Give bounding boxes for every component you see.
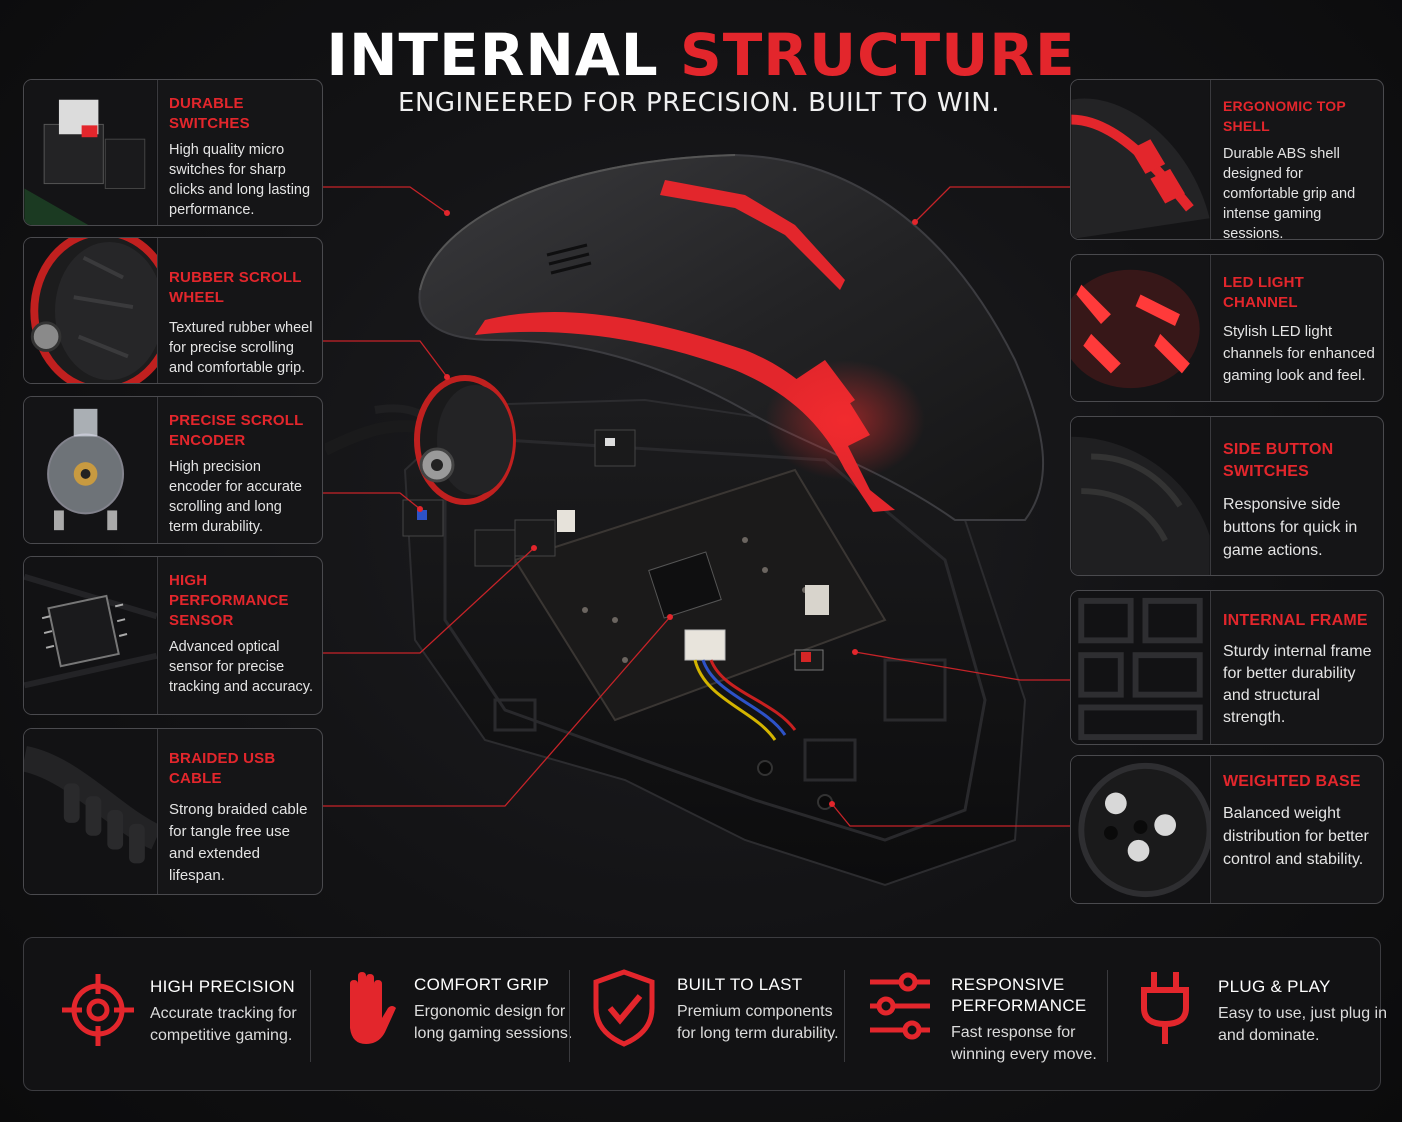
usb-cable-icon (24, 729, 158, 894)
feature-description: Premium components for long term durabil… (677, 1003, 839, 1042)
weighted-base-icon (1071, 756, 1211, 903)
sliders-icon (870, 972, 930, 1040)
top-shell-icon (1071, 80, 1211, 239)
card-title: INTERNAL FRAME (1223, 612, 1368, 629)
card-description: Responsive side buttons for quick in gam… (1223, 496, 1358, 559)
feature-separator (1107, 970, 1108, 1062)
card-title: HIGH PERFORMANCE SENSOR (169, 572, 289, 629)
card-description: High precision encoder for accurate scro… (169, 459, 302, 535)
feature-title: RESPONSIVE PERFORMANCE (951, 975, 1087, 1015)
features-bar: HIGH PRECISION Accurate tracking for com… (23, 937, 1387, 1091)
feature-title: HIGH PRECISION (150, 977, 295, 996)
card-side-button-switches: SIDE BUTTON SWITCHES Responsive side but… (1070, 416, 1384, 576)
card-description: Balanced weight distribution for better … (1223, 805, 1369, 868)
card-weighted-base: WEIGHTED BASE Balanced weight distributi… (1070, 755, 1384, 904)
sensor-chip-icon (24, 557, 158, 714)
feature-separator (844, 970, 845, 1062)
title-red-part: STRUCTURE (679, 21, 1076, 89)
micro-switch-icon (24, 80, 158, 225)
card-precise-scroll-encoder: PRECISE SCROLL ENCODER High precision en… (23, 396, 323, 544)
feature-description: Easy to use, just plug in and dominate. (1218, 1005, 1387, 1044)
card-internal-frame: INTERNAL FRAME Sturdy internal frame for… (1070, 590, 1384, 745)
card-title: ERGONOMIC TOP SHELL (1223, 98, 1346, 134)
card-description: Durable ABS shell designed for comfortab… (1223, 146, 1356, 240)
card-title: PRECISE SCROLL ENCODER (169, 412, 304, 449)
card-title: WEIGHTED BASE (1223, 773, 1361, 790)
hand-icon (350, 972, 396, 1044)
page-title: INTERNAL STRUCTURE (0, 22, 1402, 88)
feature-title: COMFORT GRIP (414, 975, 550, 994)
page-subtitle: ENGINEERED FOR PRECISION. BUILT TO WIN. (398, 88, 1000, 118)
feature-separator (310, 970, 311, 1062)
card-description: High quality micro switches for sharp cl… (169, 142, 311, 218)
card-title: LED LIGHT CHANNEL (1223, 274, 1304, 311)
plug-icon (1141, 972, 1189, 1044)
internal-frame-icon (1071, 591, 1211, 744)
feature-description: Ergonomic design for long gaming session… (414, 1003, 573, 1042)
scroll-wheel-icon (24, 238, 158, 383)
card-title: RUBBER SCROLL WHEEL (169, 269, 302, 306)
exploded-mouse-illustration (325, 153, 1045, 887)
card-title: SIDE BUTTON SWITCHES (1223, 441, 1334, 480)
feature-separator (569, 970, 570, 1062)
card-title: BRAIDED USB CABLE (169, 750, 276, 787)
card-description: Stylish LED light channels for enhanced … (1223, 323, 1375, 384)
card-braided-usb-cable: BRAIDED USB CABLE Strong braided cable f… (23, 728, 323, 895)
card-description: Sturdy internal frame for better durabil… (1223, 643, 1372, 726)
card-description: Textured rubber wheel for precise scroll… (169, 320, 313, 376)
card-description: Strong braided cable for tangle free use… (169, 801, 308, 884)
card-high-performance-sensor: HIGH PERFORMANCE SENSOR Advanced optical… (23, 556, 323, 715)
card-durable-switches: DURABLE SWITCHES High quality micro swit… (23, 79, 323, 226)
card-rubber-scroll-wheel: RUBBER SCROLL WHEEL Textured rubber whee… (23, 237, 323, 384)
side-button-icon (1071, 417, 1211, 575)
feature-title: PLUG & PLAY (1218, 977, 1331, 996)
card-title: DURABLE SWITCHES (169, 95, 250, 132)
feature-description: Fast response for winning every move. (951, 1024, 1097, 1063)
shield-check-icon (593, 969, 655, 1047)
feature-description: Accurate tracking for competitive gaming… (150, 1005, 297, 1044)
title-white-part: INTERNAL (326, 21, 659, 89)
led-channel-icon (1071, 255, 1211, 401)
encoder-icon (24, 397, 158, 543)
feature-title: BUILT TO LAST (677, 975, 803, 994)
card-description: Advanced optical sensor for precise trac… (169, 639, 313, 695)
card-led-light-channel: LED LIGHT CHANNEL Stylish LED light chan… (1070, 254, 1384, 402)
crosshair-icon (62, 974, 134, 1046)
card-ergonomic-top-shell: ERGONOMIC TOP SHELL Durable ABS shell de… (1070, 79, 1384, 240)
